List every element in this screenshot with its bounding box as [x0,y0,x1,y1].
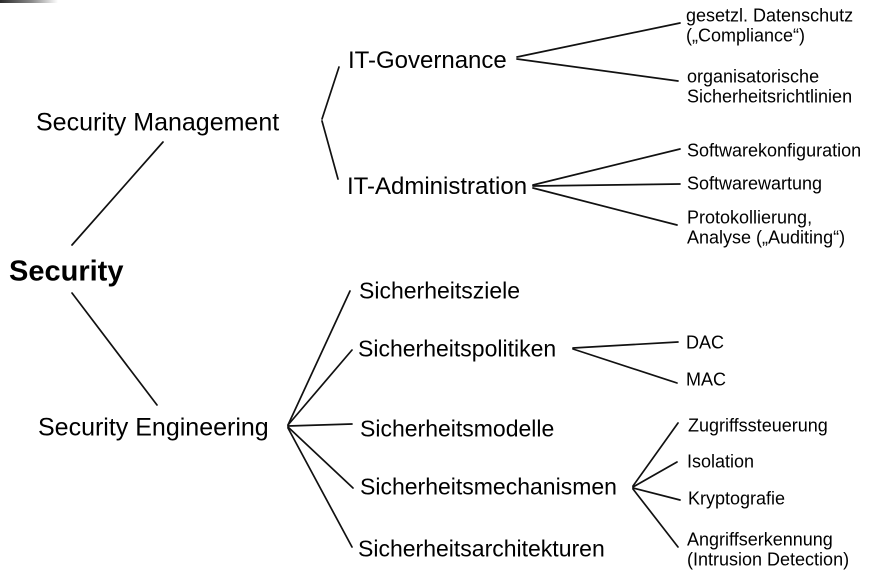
edge-administration-softwarekonfiguration [532,148,681,186]
node-dac: DAC [686,332,725,353]
edge-mechanismen-angriffserkennung [632,488,679,548]
node-angriffserkennung: Angriffserkennung (Intrusion Detection) [687,529,850,569]
edge-management-governance [321,66,340,120]
edge-security-engineering [71,292,158,406]
node-kryptografie: Kryptografie [688,488,786,509]
node-mac: MAC [686,369,726,390]
edge-engineering-architekturen [287,427,353,548]
node-sicherheitsmechanismen: Sicherheitsmechanismen [360,473,617,500]
node-it-administration: IT-Administration [347,173,528,200]
edge-administration-protokollierung [532,187,678,226]
node-isolation: Isolation [687,451,755,472]
edge-mechanismen-zugriffssteuerung [632,422,679,487]
edge-engineering-politiken [287,349,353,426]
edge-engineering-modelle [287,423,353,427]
node-softwarekonfiguration: Softwarekonfiguration [687,140,862,161]
edge-politiken-dac [572,341,679,349]
edge-engineering-ziele [287,290,351,426]
node-security-management: Security Management [36,108,280,137]
node-sicherheitsziele: Sicherheitsziele [359,277,521,304]
edge-management-administration [321,120,339,180]
top-left-artifact [0,0,58,3]
node-it-governance: IT-Governance [348,47,507,74]
node-gesetzl-datenschutz: gesetzl. Datenschutz („Compliance“) [686,5,854,45]
node-sicherheitsmodelle: Sicherheitsmodelle [360,415,555,442]
node-zugriffssteuerung: Zugriffssteuerung [688,415,828,436]
node-security: Security [9,255,124,288]
node-sicherheitsrichtlinien: organisatorische Sicherheitsrichtlinien [687,66,853,106]
edge-administration-softwarewartung [532,183,681,187]
node-sicherheitsarchitekturen: Sicherheitsarchitekturen [358,535,605,562]
edge-security-management [71,141,164,246]
edge-governance-datenschutz [516,22,681,58]
edge-mechanismen-kryptografie [632,487,681,501]
edge-engineering-mechanismen [287,426,354,489]
edge-governance-richtlinien [516,58,679,82]
node-security-engineering: Security Engineering [38,413,269,442]
node-protokollierung-analyse: Protokollierung, Analyse („Auditing“) [687,207,846,247]
edge-mechanismen-isolation [632,461,678,488]
edge-politiken-mac [572,348,678,384]
node-softwarewartung: Softwarewartung [687,173,823,194]
node-sicherheitspolitiken: Sicherheitspolitiken [358,335,557,362]
